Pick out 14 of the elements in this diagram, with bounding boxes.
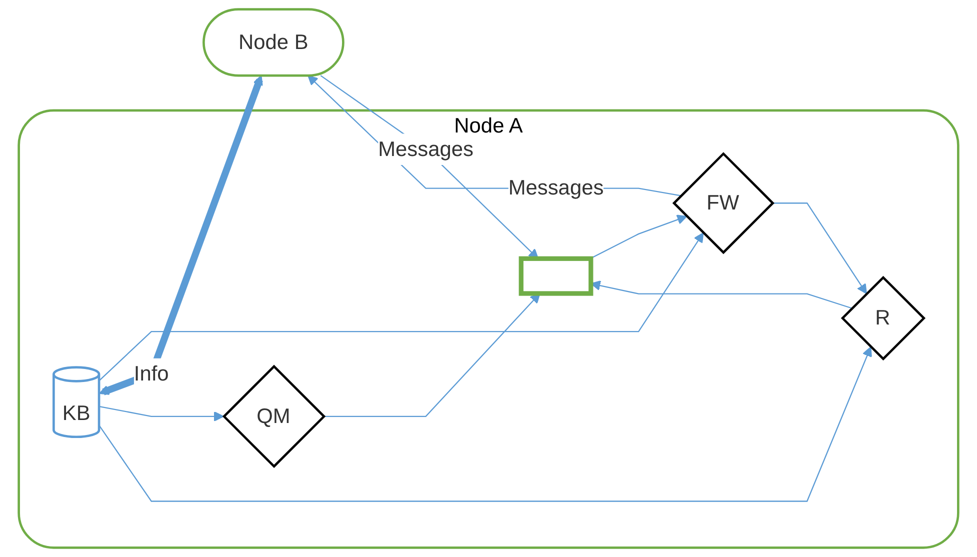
edge-label: Messages [508, 176, 604, 200]
arrow [98, 406, 224, 422]
arrow [323, 293, 540, 417]
node-box [518, 256, 594, 296]
arrow [99, 75, 263, 396]
node-diamond: R [840, 276, 926, 360]
arrow [98, 346, 872, 502]
node-diamond: QM [222, 364, 326, 468]
arrow [772, 202, 867, 294]
arrow [98, 232, 704, 382]
edge-label: Messages [378, 137, 474, 160]
node-diamond: FW [672, 152, 774, 254]
edge-label: Info [134, 362, 169, 386]
arrow [308, 75, 681, 196]
